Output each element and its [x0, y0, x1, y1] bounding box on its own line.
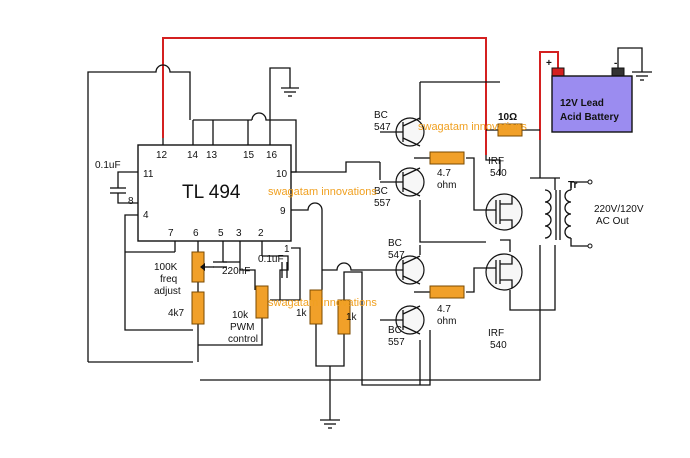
- q4-num-label: 557: [388, 337, 405, 348]
- resistor-4k7: 4k7: [168, 291, 205, 325]
- transformer-out-line1: 220V/120V: [594, 204, 644, 215]
- battery-plus-label: +: [546, 58, 552, 69]
- resistor-1k-right: 1k: [337, 299, 358, 335]
- transformer-out-line2: AC Out: [596, 216, 629, 227]
- pin-3-label: 3: [236, 228, 242, 239]
- watermark-middle: swagatam innovations: [268, 186, 377, 198]
- pot-pwm-label-c: control: [228, 334, 258, 345]
- tl494-chip: TL 494 12 14 13 15 16 11 4 8 10 9 1 7 6 …: [128, 110, 292, 262]
- m2-num-label: 540: [490, 340, 507, 351]
- battery-label-line2: Acid Battery: [560, 112, 619, 123]
- transistor-bc557-bottom: BC 557: [380, 305, 425, 348]
- m1-num-label: 540: [490, 168, 507, 179]
- pin-15-label: 15: [243, 150, 255, 161]
- transistor-bc547-bottom: BC 547: [380, 238, 425, 285]
- q3-num-label: 547: [388, 250, 405, 261]
- m2-type-label: IRF: [488, 328, 504, 339]
- battery-minus-label: -: [614, 58, 617, 69]
- transformer-label: Tr: [568, 180, 578, 191]
- pin-1-label: 1: [284, 244, 290, 255]
- pin-16-label: 16: [266, 150, 278, 161]
- pin-9-label: 9: [280, 206, 286, 217]
- m1-type-label: IRF: [488, 156, 504, 167]
- circuit-wiring: [87, 64, 560, 429]
- pin-12-label: 12: [156, 150, 168, 161]
- mosfet-irf540-bottom: IRF 540: [485, 253, 523, 351]
- pot-pwm-label-a: 10k: [232, 310, 249, 321]
- pin-10-label: 10: [276, 169, 288, 180]
- pot-10k-pwm: 10k PWM control: [228, 285, 269, 345]
- q2-type-label: BC: [374, 186, 388, 197]
- chip-name: TL 494: [182, 182, 241, 203]
- transformer: Tr 220V/120V AC Out: [544, 179, 644, 249]
- res-top-label-b: ohm: [437, 180, 456, 191]
- pin-6-label: 6: [193, 228, 199, 239]
- q1-type-label: BC: [374, 110, 388, 121]
- capacitor-220nF: 220nF: [213, 261, 250, 277]
- res-top-label-a: 4.7: [437, 168, 451, 179]
- pin-4-label: 4: [143, 210, 149, 221]
- watermark-bottom: swagatam innovations: [268, 297, 377, 309]
- pin-5-label: 5: [218, 228, 224, 239]
- pin-14-label: 14: [187, 150, 199, 161]
- pin-8-label: 8: [128, 196, 134, 207]
- cap-c2-label: 220nF: [222, 266, 250, 277]
- cap-c1-label: 0.1uF: [95, 160, 121, 171]
- pin-2-label: 2: [258, 228, 264, 239]
- resistor-1k-left: 1k: [296, 289, 323, 325]
- res-1k-a-label: 1k: [296, 308, 308, 319]
- pot-100k-freq: 100K freq adjust: [154, 251, 214, 297]
- res-1k-b-label: 1k: [346, 312, 358, 323]
- pin-11-label: 11: [143, 169, 154, 180]
- pin-13-label: 13: [206, 150, 218, 161]
- q4-type-label: BC: [388, 325, 402, 336]
- pot-freq-label-c: adjust: [154, 286, 181, 297]
- res-bot-label-a: 4.7: [437, 304, 451, 315]
- q1-num-label: 547: [374, 122, 391, 133]
- pin-7-label: 7: [168, 228, 174, 239]
- battery-label-line1: 12V Lead: [560, 98, 604, 109]
- watermark-top: swagatam innovations: [418, 121, 527, 133]
- res-sense-label: 10Ω: [498, 112, 517, 123]
- supply-positive-wire: [162, 37, 559, 155]
- res-4k7-label: 4k7: [168, 308, 185, 319]
- q2-num-label: 557: [374, 198, 391, 209]
- capacitor-0.1uF-left: 0.1uF: [95, 160, 121, 171]
- battery: + - 12V Lead Acid Battery: [546, 58, 633, 133]
- pot-freq-label-a: 100K: [154, 262, 178, 273]
- resistor-4.7-bottom: 4.7 ohm: [414, 285, 465, 327]
- battery-ground: [617, 47, 652, 81]
- transistor-bc557-top: BC 557: [374, 167, 425, 209]
- mosfet-irf540-top: IRF 540: [485, 156, 523, 231]
- res-bot-label-b: ohm: [437, 316, 456, 327]
- q3-type-label: BC: [388, 238, 402, 249]
- resistor-4.7-top: 4.7 ohm: [414, 151, 465, 191]
- pot-freq-label-b: freq: [160, 274, 177, 285]
- capacitor-0.1uF-right: 0.1uF: [258, 254, 288, 278]
- pot-pwm-label-b: PWM: [230, 322, 254, 333]
- resistor-10-ohm: 10Ω: [497, 112, 523, 137]
- cap-c3-label: 0.1uF: [258, 254, 284, 265]
- transistor-bc547-top: BC 547: [374, 110, 425, 147]
